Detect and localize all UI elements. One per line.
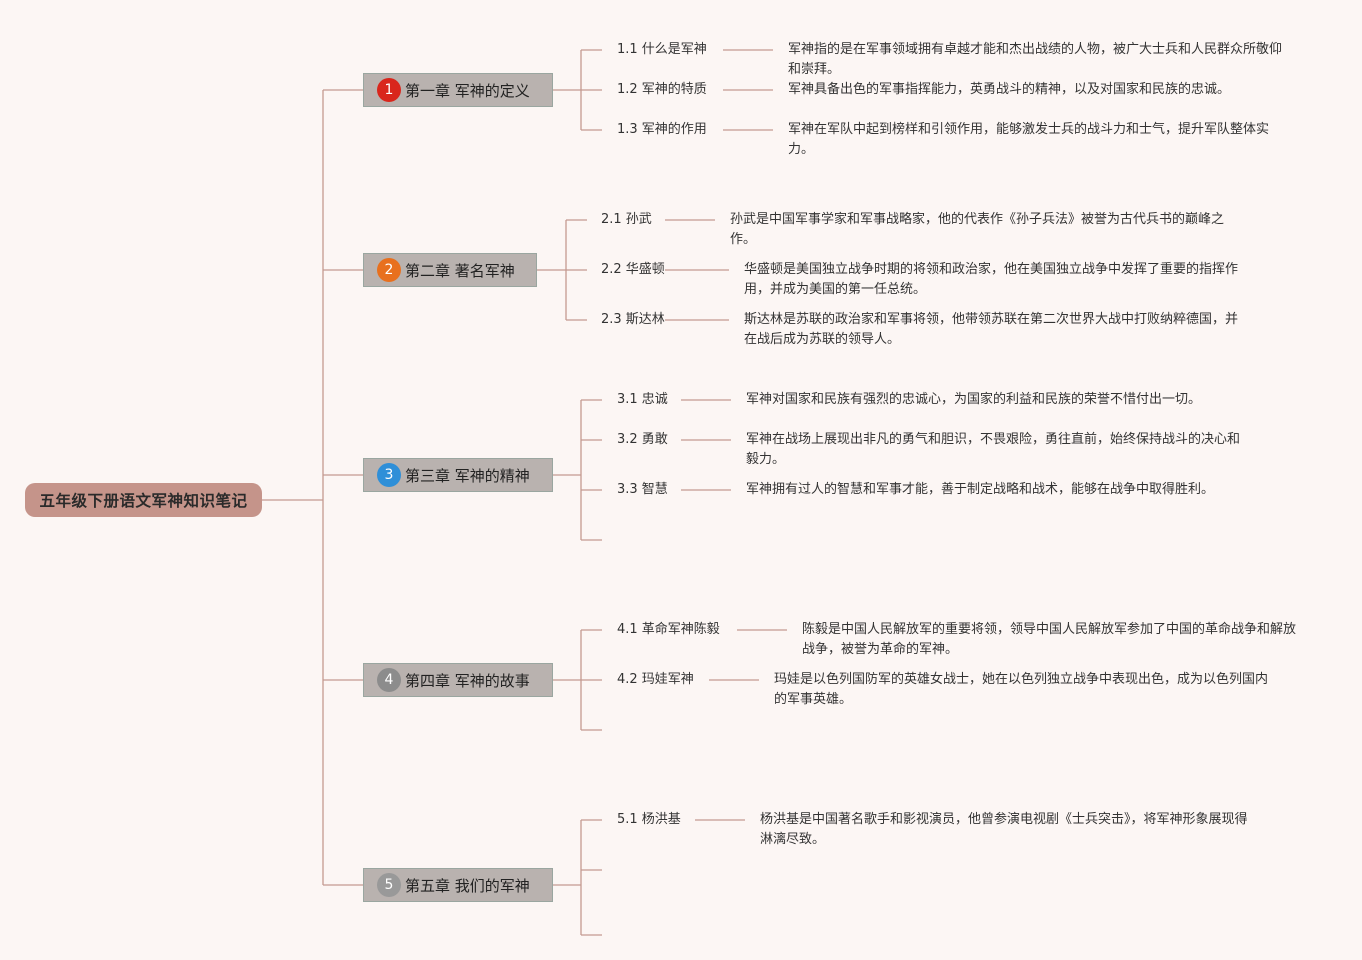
topic-label[interactable]: 1.1 什么是军神 xyxy=(617,42,707,57)
topic-label[interactable]: 1.3 军神的作用 xyxy=(617,122,707,137)
chapter-number-badge: 3 xyxy=(377,463,401,487)
topic-label[interactable]: 4.1 革命军神陈毅 xyxy=(617,622,720,637)
topic-description: 军神在战场上展现出非凡的勇气和胆识，不畏艰险，勇往直前，始终保持战斗的决心和毅力… xyxy=(746,432,1241,467)
chapter-number-badge: 1 xyxy=(377,78,401,102)
topic-label[interactable]: 2.2 华盛顿 xyxy=(601,262,665,277)
topic-label[interactable]: 3.2 勇敢 xyxy=(617,432,668,447)
chapter-number-badge: 5 xyxy=(377,873,401,897)
topic-label[interactable]: 4.2 玛娃军神 xyxy=(617,672,694,687)
topic-label[interactable]: 3.1 忠诚 xyxy=(617,392,668,407)
chapter-title: 第三章 军神的精神 xyxy=(405,466,530,485)
topic-label[interactable]: 2.1 孙武 xyxy=(601,212,652,227)
topic-description: 军神对国家和民族有强烈的忠诚心，为国家的利益和民族的荣誉不惜付出一切。 xyxy=(746,392,1202,407)
chapter-title: 第二章 著名军神 xyxy=(405,261,515,280)
chapter-title: 第五章 我们的军神 xyxy=(405,876,530,895)
topic-description: 军神具备出色的军事指挥能力，英勇战斗的精神，以及对国家和民族的忠诚。 xyxy=(788,82,1231,97)
chapter-title: 第四章 军神的故事 xyxy=(405,671,530,690)
topic-description: 斯达林是苏联的政治家和军事将领，他带领苏联在第二次世界大战中打败纳粹德国，并在战… xyxy=(744,312,1239,347)
chapter-number-badge: 2 xyxy=(377,258,401,282)
topic-description: 孙武是中国军事学家和军事战略家，他的代表作《孙子兵法》被誉为古代兵书的巅峰之作。 xyxy=(730,212,1225,247)
topic-description: 杨洪基是中国著名歌手和影视演员，他曾参演电视剧《士兵突击》，将军神形象展现得淋漓… xyxy=(760,812,1248,847)
topic-label[interactable]: 3.3 智慧 xyxy=(617,482,668,497)
topic-description: 军神在军队中起到榜样和引领作用，能够激发士兵的战斗力和士气，提升军队整体实力。 xyxy=(788,122,1270,157)
topic-description: 陈毅是中国人民解放军的重要将领，领导中国人民解放军参加了中国的革命战争和解放战争… xyxy=(802,622,1297,657)
topic-description: 华盛顿是美国独立战争时期的将领和政治家，他在美国独立战争中发挥了重要的指挥作用，… xyxy=(744,262,1239,297)
topic-description: 玛娃是以色列国防军的英雄女战士，她在以色列独立战争中表现出色，成为以色列国内的军… xyxy=(774,672,1269,707)
topic-label[interactable]: 1.2 军神的特质 xyxy=(617,82,707,97)
topic-description: 军神指的是在军事领域拥有卓越才能和杰出战绩的人物，被广大士兵和人民群众所敬仰和崇… xyxy=(788,42,1283,77)
topic-description: 军神拥有过人的智慧和军事才能，善于制定战略和战术，能够在战争中取得胜利。 xyxy=(746,482,1215,497)
topic-label[interactable]: 5.1 杨洪基 xyxy=(617,812,681,827)
topic-label[interactable]: 2.3 斯达林 xyxy=(601,312,665,327)
chapter-title: 第一章 军神的定义 xyxy=(405,81,530,100)
root-node[interactable]: 五年级下册语文军神知识笔记 xyxy=(25,483,262,517)
chapter-number-badge: 4 xyxy=(377,668,401,692)
